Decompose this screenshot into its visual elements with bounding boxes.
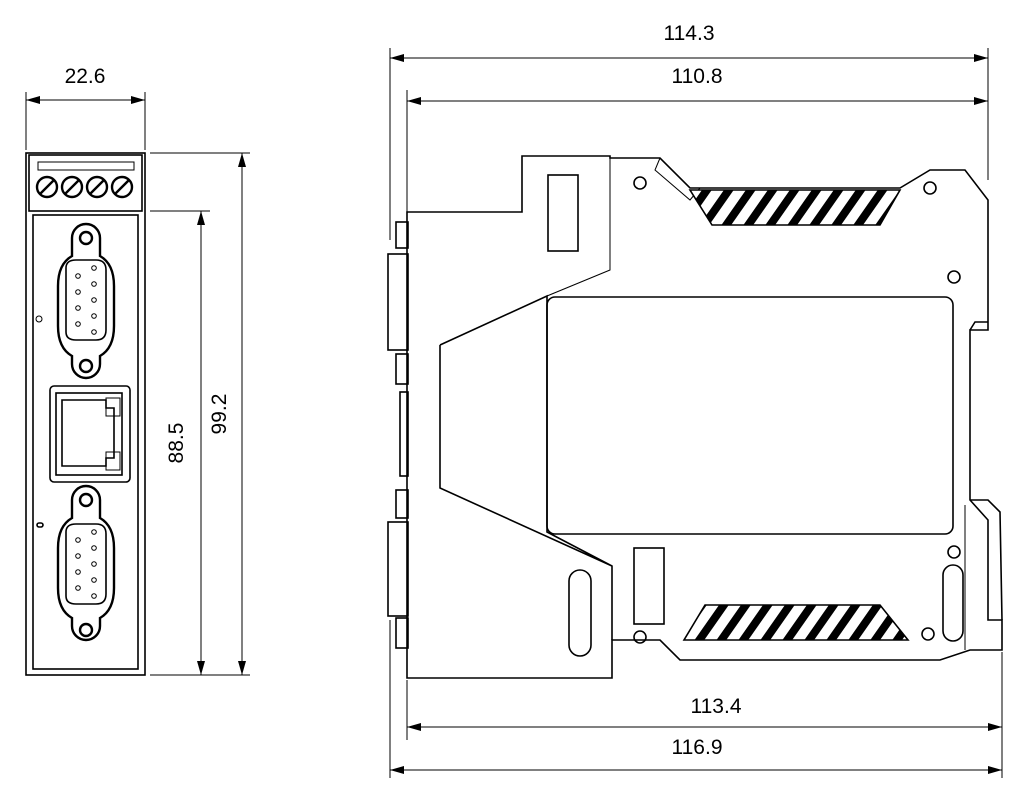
side-housing (406, 155, 1003, 679)
front-view: 22.6 (25, 65, 250, 676)
dimension-label-side-top-outer: 114.3 (664, 22, 715, 45)
dimension-label-side-bottom-inner: 113.4 (691, 695, 742, 718)
din-slot (942, 564, 964, 642)
bottom-vent-hatched (682, 604, 910, 641)
bottom-window (633, 547, 665, 625)
screw-icon (110, 175, 134, 199)
dsub-connector-bottom (56, 484, 116, 642)
dimension-front-total-height: 99.2 (150, 152, 250, 675)
led-indicator-small (36, 522, 44, 528)
side-connectors (387, 221, 409, 649)
screw-icon (35, 175, 59, 199)
dimension-label-side-top-inner: 110.8 (672, 65, 723, 88)
dimension-label-front-width: 22.6 (65, 65, 106, 88)
pins (75, 265, 97, 335)
dimension-side-bottom-inner: 113.4 (406, 652, 1003, 778)
dimension-label-front-inner-height: 88.5 (165, 423, 188, 464)
front-face-bevel (439, 294, 613, 640)
top-vent-hatched (688, 189, 902, 226)
dimension-side-top-inner: 110.8 (406, 65, 988, 220)
dimension-label-front-total-height: 99.2 (208, 394, 231, 435)
terminal-block (28, 154, 143, 212)
front-panel (32, 214, 139, 670)
dimension-front-inner-height: 88.5 (150, 210, 250, 676)
side-view: 114.3 110.8 (387, 22, 1003, 778)
top-window (547, 174, 579, 252)
led-indicator (35, 315, 43, 323)
rj45-port (49, 385, 131, 483)
dimension-front-width: 22.6 (25, 65, 146, 150)
mounting-holes (633, 176, 961, 644)
screw-icon (60, 175, 84, 199)
dimension-label-side-bottom-outer: 116.9 (672, 736, 723, 759)
pins (75, 529, 97, 599)
label-recess (546, 296, 954, 535)
screw-icon (85, 175, 109, 199)
dimension-side-top-outer: 114.3 (389, 22, 989, 240)
front-housing (25, 152, 146, 676)
dsub-connector-top (56, 222, 116, 380)
dimension-side-bottom-outer: 116.9 (389, 620, 1002, 778)
terminal-screws (35, 161, 135, 199)
release-slot (568, 569, 592, 657)
din-clip (969, 321, 1003, 621)
